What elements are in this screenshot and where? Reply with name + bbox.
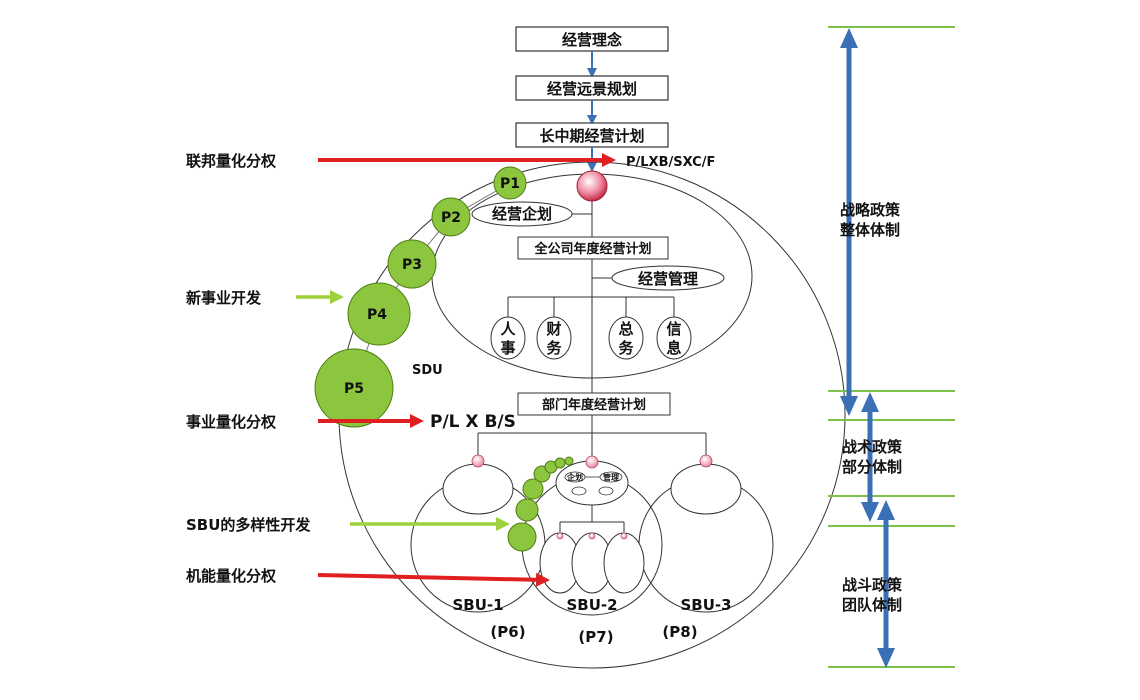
philosophy-label: 经营理念	[562, 31, 622, 49]
ball-p2-label: P2	[441, 210, 461, 226]
department-information: 信 息	[656, 316, 692, 360]
top-node	[576, 170, 608, 202]
sbu-3-code: (P8)	[662, 623, 697, 641]
sdu-label: SDU	[412, 363, 443, 378]
sbu-mini-management-ellipse	[599, 471, 623, 483]
sbu-1-name: SBU-1	[452, 596, 503, 614]
department-bottom-char: 务	[618, 339, 634, 357]
small-ball	[522, 478, 544, 500]
combat-label-1: 战斗政策	[842, 576, 903, 594]
sbu-2-name: SBU-2	[566, 596, 617, 614]
dept-plan-box	[517, 392, 671, 416]
department-top-char: 人	[500, 320, 516, 338]
sbu-mini-oval	[598, 486, 614, 496]
business-quant-label: 事业量化分权	[186, 413, 277, 431]
ball-p3-label: P3	[402, 257, 422, 273]
department-ellipse	[608, 316, 644, 360]
sbu-mini-planning-label: 企划	[566, 472, 583, 482]
span-head	[840, 396, 858, 416]
dept-plan-label: 部门年度经营计划	[542, 397, 646, 413]
ball-p3	[387, 239, 437, 289]
department-bottom-char: 息	[666, 339, 681, 357]
function-quant-label: 机能量化分权	[186, 567, 277, 585]
tactics-label-2: 部分体制	[842, 458, 902, 476]
strategy-span-arrow	[840, 28, 858, 416]
ball-p4-label: P4	[367, 307, 387, 323]
department-bottom-char: 事	[500, 339, 515, 357]
department-top-char: 财	[546, 320, 561, 338]
sbu-2-unit-node	[556, 532, 564, 540]
department-hr: 人 事	[490, 316, 526, 360]
sbu-1-code: (P6)	[490, 623, 525, 641]
ball-p2	[431, 197, 471, 237]
vision-label: 经营远景规划	[547, 80, 637, 98]
sbu-2-node	[585, 455, 599, 469]
plbs-label: P/L X B/S	[430, 412, 516, 432]
management-ellipse	[611, 265, 725, 291]
department-ellipse	[536, 316, 572, 360]
department-top-char: 总	[618, 320, 633, 338]
management-label: 经营管理	[638, 270, 698, 288]
ball-p5	[314, 348, 394, 428]
department-ellipse	[490, 316, 526, 360]
philosophy-box	[515, 26, 669, 52]
mid-long-plan-box	[515, 122, 669, 148]
mid-long-plan-label: 长中期经营计划	[539, 127, 644, 145]
span-head	[861, 392, 879, 412]
span-head	[861, 502, 879, 522]
small-ball	[554, 457, 566, 469]
sbu-2-unit	[603, 532, 645, 594]
annual-plan-box	[517, 236, 669, 260]
span-head	[877, 648, 895, 668]
sbu-3-node	[699, 454, 713, 468]
sbu-2-code: (P7)	[578, 628, 613, 646]
sbu-1-node	[471, 454, 485, 468]
ball-p5-label: P5	[344, 381, 364, 397]
top-target-label: P/LXB/SXC/F	[626, 155, 715, 170]
small-ball	[515, 498, 539, 522]
span-head	[840, 28, 858, 48]
vision-box	[515, 75, 669, 101]
annual-plan-label: 全公司年度经营计划	[533, 241, 651, 257]
ball-p1	[493, 166, 527, 200]
department-bottom-char: 务	[546, 339, 562, 357]
planning-label: 经营企划	[492, 205, 552, 223]
combat-span-arrow	[877, 500, 895, 668]
sbu-3-name: SBU-3	[680, 596, 731, 614]
sbu-mini-oval	[571, 486, 587, 496]
department-finance: 财 务	[536, 316, 572, 360]
tactics-span-arrow	[861, 392, 879, 522]
sbu-1-inner	[442, 463, 514, 515]
sbu-mini-management-label: 管理	[603, 472, 619, 482]
department-top-char: 信	[666, 320, 681, 338]
sbu-2-unit-node	[588, 532, 596, 540]
federal-label: 联邦量化分权	[186, 152, 277, 170]
department-ellipse	[656, 316, 692, 360]
function-quant-arrow	[317, 572, 550, 587]
department-general-affairs: 总 务	[608, 316, 644, 360]
sbu-2-unit-node	[620, 532, 628, 540]
strategy-label-1: 战略政策	[840, 201, 901, 219]
span-head	[877, 500, 895, 520]
sbu-3-inner	[670, 463, 742, 515]
sbu-diversity-label: SBU的多样性开发	[186, 516, 311, 534]
strategy-label-2: 整体体制	[840, 221, 900, 239]
tactics-label-1: 战术政策	[842, 438, 903, 456]
small-ball	[507, 522, 537, 552]
ball-p4	[347, 282, 411, 346]
combat-label-2: 团队体制	[842, 596, 902, 614]
ball-p1-label: P1	[500, 176, 520, 192]
small-ball	[564, 456, 574, 466]
new-business-label: 新事业开发	[186, 289, 262, 307]
